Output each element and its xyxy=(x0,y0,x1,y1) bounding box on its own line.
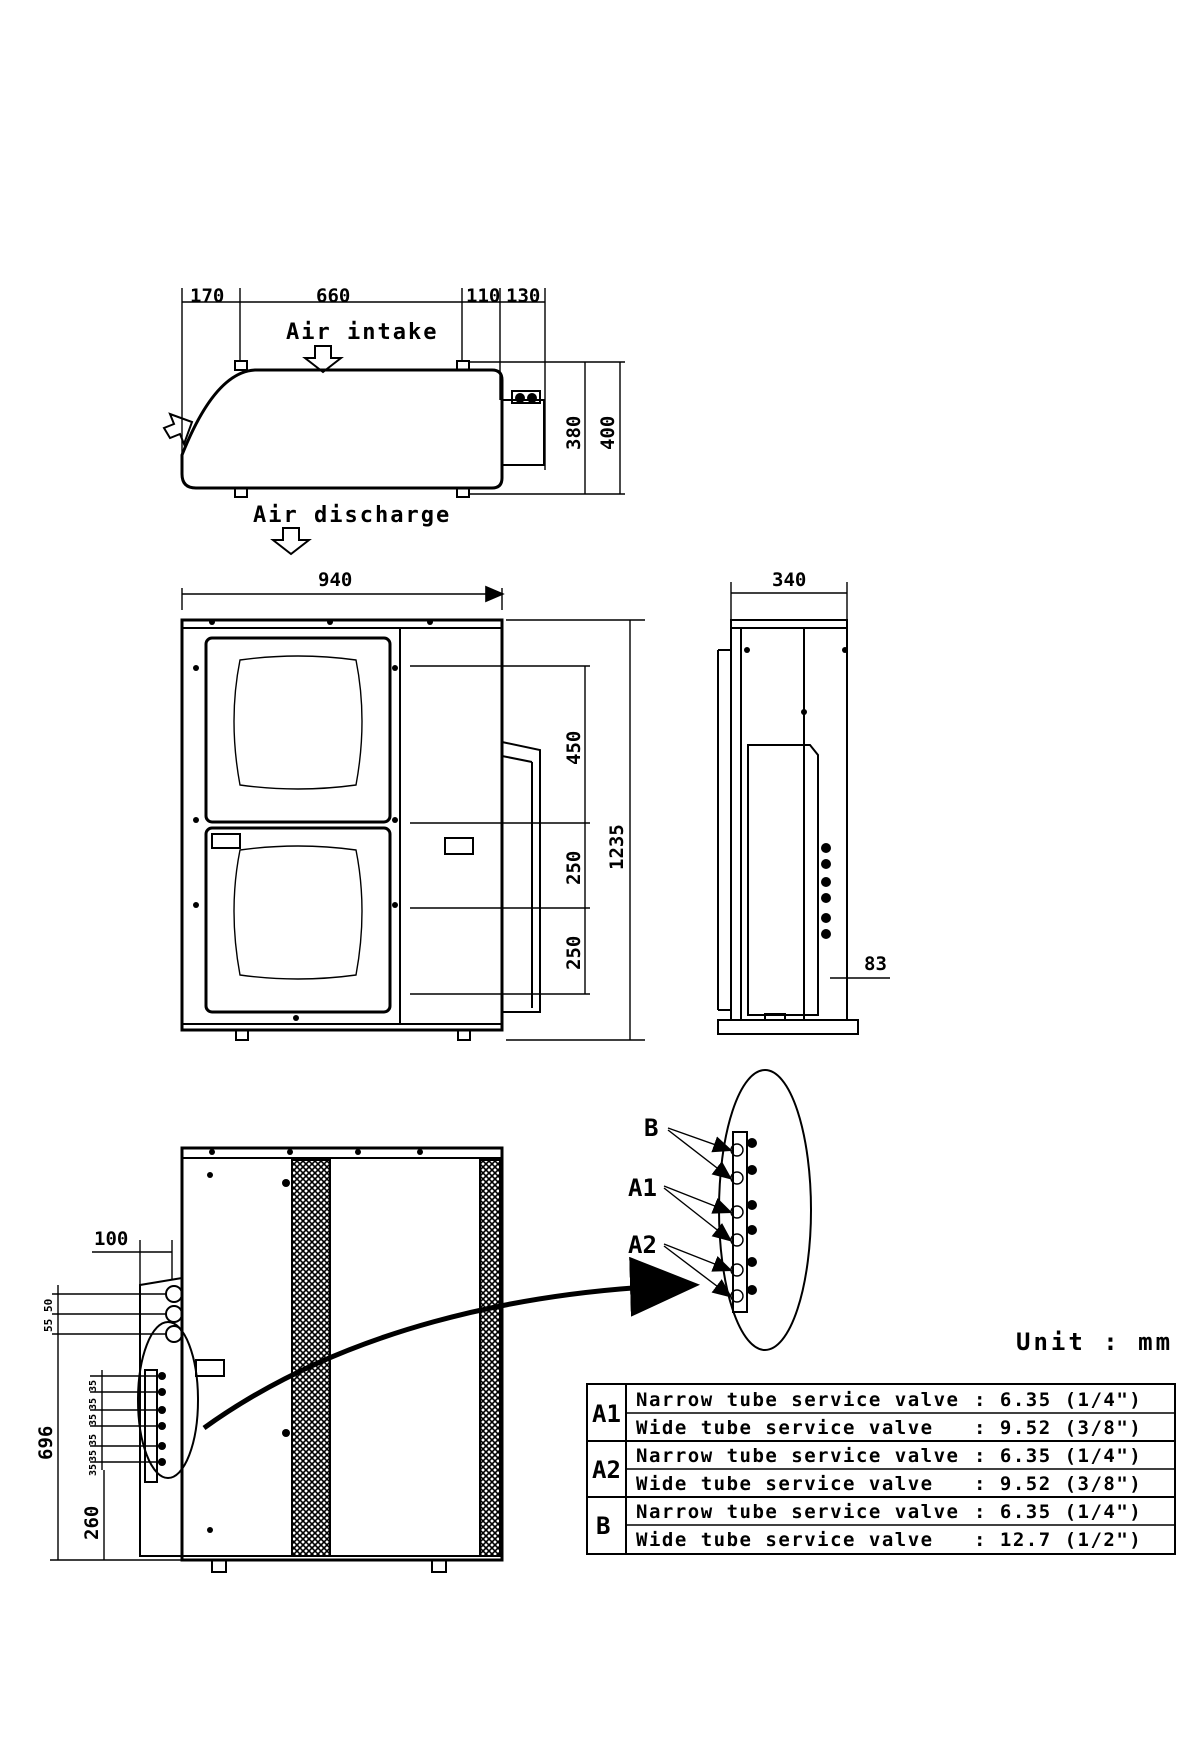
table-row-name: Narrow tube service valve xyxy=(636,1389,959,1411)
table-row-value: : 6.35 (1/4") xyxy=(974,1445,1142,1467)
table-row-name: Wide tube service valve xyxy=(636,1529,934,1551)
dim-stack-3: 35 xyxy=(88,1414,99,1426)
dim-50: 50 xyxy=(42,1299,55,1312)
dim-1235: 1235 xyxy=(606,824,628,870)
dim-stack-2: 35 xyxy=(88,1398,99,1410)
table-key-a1: A1 xyxy=(592,1400,621,1428)
dim-450: 450 xyxy=(563,731,585,765)
air-discharge-label: Air discharge xyxy=(253,503,451,528)
dim-696: 696 xyxy=(35,1426,57,1460)
table-row-value: : 9.52 (3/8") xyxy=(974,1473,1142,1495)
dim-100: 100 xyxy=(94,1228,128,1250)
dim-400: 400 xyxy=(597,416,619,450)
air-side-arrow-icon xyxy=(162,412,194,447)
side-view: 340 83 xyxy=(717,569,890,1035)
dim-110: 110 xyxy=(466,285,500,307)
dim-170: 170 xyxy=(190,285,224,307)
label-a1: A1 xyxy=(628,1174,657,1202)
dim-55: 55 xyxy=(42,1319,55,1332)
air-intake-arrow-icon xyxy=(302,345,344,374)
table-key-a2: A2 xyxy=(592,1456,621,1484)
dim-83: 83 xyxy=(864,953,887,975)
table-row-name: Narrow tube service valve xyxy=(636,1501,959,1523)
label-b: B xyxy=(644,1114,658,1142)
dim-340: 340 xyxy=(772,569,806,591)
unit-label: Unit : mm xyxy=(1016,1328,1173,1356)
table-row-name: Narrow tube service valve xyxy=(636,1445,959,1467)
dim-380: 380 xyxy=(563,416,585,450)
dim-940: 940 xyxy=(318,569,352,591)
table-key-b: B xyxy=(596,1512,610,1540)
front-view: 940 450 250 250 xyxy=(180,569,645,1041)
dim-260: 260 xyxy=(81,1506,103,1540)
table-row-name: Wide tube service valve xyxy=(636,1473,934,1495)
rear-view: 35 35 35 35 35 35 100 50 55 696 260 xyxy=(35,1146,504,1573)
table-row-name: Wide tube service valve xyxy=(636,1417,934,1439)
table-row-value: : 12.7 (1/2") xyxy=(974,1529,1142,1551)
table-row-value: : 6.35 (1/4") xyxy=(974,1501,1142,1523)
air-discharge-arrow-icon xyxy=(270,527,312,556)
spec-table: A1 A2 B Narrow tube service valve : 6.35… xyxy=(586,1383,1176,1555)
dim-stack-5: 35 xyxy=(88,1450,99,1462)
top-view: 170 660 110 130 Air intake 380 400 Air d… xyxy=(162,285,625,556)
callout-arrow-icon xyxy=(202,1256,700,1431)
dim-250-b: 250 xyxy=(563,936,585,970)
valve-detail: B A1 A2 xyxy=(628,1069,812,1351)
dim-660: 660 xyxy=(316,285,350,307)
label-a2: A2 xyxy=(628,1231,657,1259)
dim-250-a: 250 xyxy=(563,851,585,885)
dim-stack-6: 35 xyxy=(88,1464,99,1476)
table-row-value: : 9.52 (3/8") xyxy=(974,1417,1142,1439)
air-intake-label: Air intake xyxy=(286,320,438,345)
dim-stack-1: 35 xyxy=(88,1380,99,1392)
table-row-value: : 6.35 (1/4") xyxy=(974,1389,1142,1411)
dim-stack-4: 35 xyxy=(88,1434,99,1446)
dim-130: 130 xyxy=(506,285,540,307)
